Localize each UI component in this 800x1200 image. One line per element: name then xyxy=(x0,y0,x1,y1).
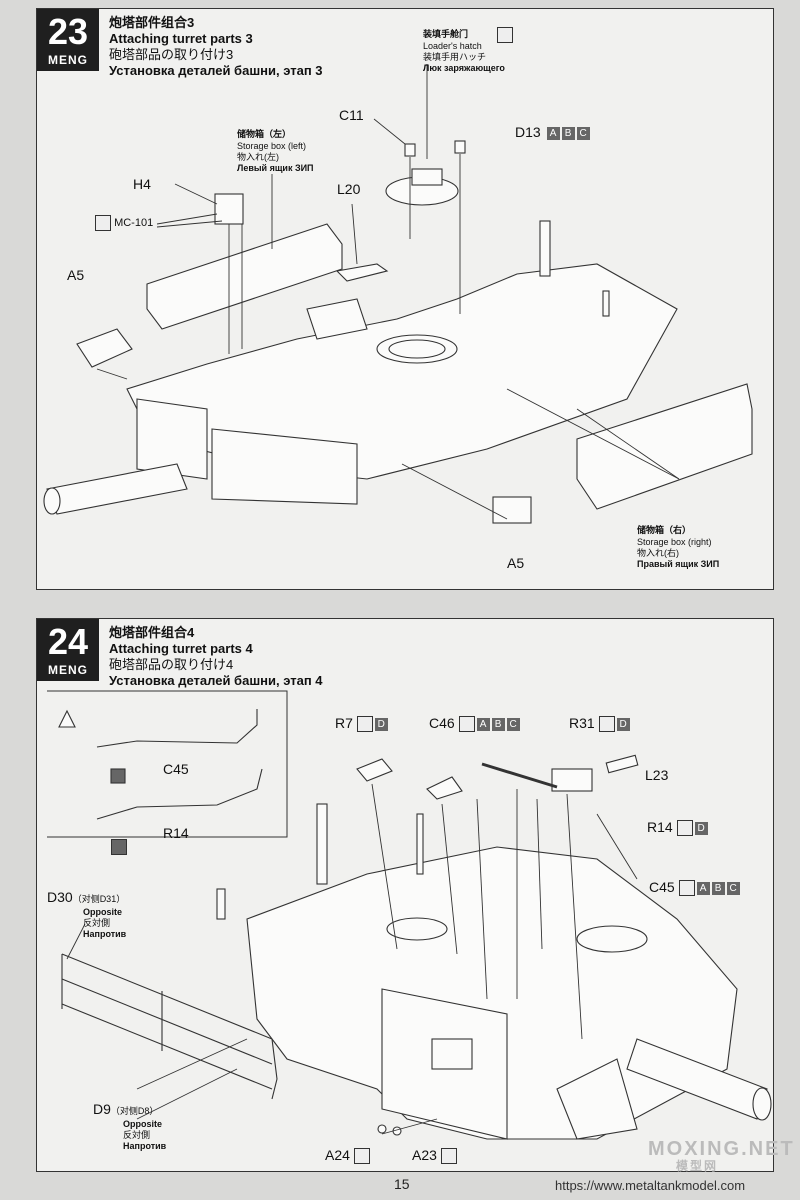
d9-ru: Напротив xyxy=(123,1141,167,1151)
x-mark-icon xyxy=(497,27,513,43)
storage-right-en: Storage box (right) xyxy=(637,537,712,547)
step-24-titles: 炮塔部件组合4 Attaching turret parts 4 砲塔部品の取り… xyxy=(109,625,323,689)
d30-jp: 反対側 xyxy=(83,918,111,928)
turret-drawing-23 xyxy=(43,64,753,524)
storage-right-cn: 储物箱（右） xyxy=(637,525,692,535)
inset-r14: R14 xyxy=(163,825,189,841)
swap-icon xyxy=(678,880,695,897)
loader-hatch-ru: Люк заряжающего xyxy=(423,63,505,73)
title-cn: 炮塔部件组合3 xyxy=(109,15,195,30)
x-mark-icon xyxy=(353,1148,370,1165)
title-en: Attaching turret parts 4 xyxy=(109,641,253,656)
page-number: 15 xyxy=(394,1176,410,1192)
d30-en: Opposite xyxy=(83,907,123,917)
part-d9-paren: （对侧D8） xyxy=(110,1106,159,1116)
part-a23-label: A23 xyxy=(412,1147,437,1163)
part-c46-label: C46 xyxy=(429,715,455,731)
loader-hatch-cn: 装填手舱门 xyxy=(423,29,469,39)
storage-left-ru: Левый ящик ЗИП xyxy=(237,163,314,173)
swap-icon xyxy=(356,716,373,733)
title-ru: Установка деталей башни, этап 3 xyxy=(109,63,323,78)
storage-right-ru: Правый ящик ЗИП xyxy=(637,559,720,569)
storage-left-cn: 储物箱（左） xyxy=(237,129,292,139)
variant-c-icon: C xyxy=(576,126,590,140)
part-c11: C11 xyxy=(339,107,364,123)
storage-right-jp: 物入れ(右) xyxy=(637,548,679,558)
step-24-panel: 24 MENG 炮塔部件组合4 Attaching turret parts 4… xyxy=(36,618,774,1172)
part-l23: L23 xyxy=(645,767,669,783)
part-d9: D9（对侧D8） xyxy=(93,1101,158,1117)
part-r31-label: R31 xyxy=(569,715,595,731)
variant-d-icon: D xyxy=(694,821,708,835)
variant-a-icon: A xyxy=(696,881,710,895)
part-d13-label: D13 xyxy=(515,124,541,140)
site-url: https://www.metaltankmodel.com xyxy=(555,1178,746,1193)
step-23-panel: 23 MENG 炮塔部件组合3 Attaching turret parts 3… xyxy=(36,8,774,590)
part-a5-left: A5 xyxy=(67,267,85,283)
part-d30: D30（对侧D31） xyxy=(47,889,125,905)
glue-icon xyxy=(111,839,127,855)
loader-hatch-en: Loader's hatch xyxy=(423,41,482,51)
variant-b-icon: B xyxy=(491,717,505,731)
title-jp: 砲塔部品の取り付け3 xyxy=(109,47,234,62)
title-en: Attaching turret parts 3 xyxy=(109,31,253,46)
storage-left-en: Storage box (left) xyxy=(237,141,307,151)
brand-logo: MENG xyxy=(48,663,88,677)
part-a24-label: A24 xyxy=(325,1147,350,1163)
loader-hatch-jp: 装填手用ハッチ xyxy=(423,52,487,62)
variant-b-icon: B xyxy=(711,881,725,895)
d9-en: Opposite xyxy=(123,1119,163,1129)
turret-drawing-24 xyxy=(47,690,772,1140)
swap-icon xyxy=(598,716,615,733)
step-number: 23 xyxy=(47,11,89,52)
storage-left-jp: 物入れ(左) xyxy=(237,152,279,162)
variant-b-icon: B xyxy=(561,126,575,140)
part-r31: R31 D xyxy=(569,715,630,733)
title-ru: Установка деталей башни, этап 4 xyxy=(109,673,323,688)
part-l20: L20 xyxy=(337,181,361,197)
variant-d-icon: D xyxy=(616,717,630,731)
swap-icon xyxy=(458,716,475,733)
part-r7-label: R7 xyxy=(335,715,353,731)
step-24-badge: 24 MENG xyxy=(37,619,99,681)
part-a23: A23 xyxy=(412,1147,457,1165)
part-d9-label: D9 xyxy=(93,1101,111,1117)
variant-d-icon: D xyxy=(374,717,388,731)
variant-a-icon: A xyxy=(476,717,490,731)
d9-jp: 反対側 xyxy=(123,1130,151,1140)
part-a5-bottom: A5 xyxy=(507,555,525,571)
step-23-badge: 23 MENG xyxy=(37,9,99,71)
part-c45-label: C45 xyxy=(649,879,675,895)
variant-a-icon: A xyxy=(546,126,560,140)
part-r7: R7 D xyxy=(335,715,388,733)
part-d30-label: D30 xyxy=(47,889,73,905)
step-number: 24 xyxy=(47,621,89,662)
swap-icon xyxy=(676,820,693,837)
d30-ru: Напротив xyxy=(83,929,127,939)
paint-code: MC-101 xyxy=(114,216,154,229)
title-cn: 炮塔部件组合4 xyxy=(109,625,195,640)
part-a24: A24 xyxy=(325,1147,370,1165)
part-h4: H4 xyxy=(133,176,151,192)
part-r14-label: R14 xyxy=(647,819,673,835)
variant-c-icon: C xyxy=(726,881,740,895)
part-r14: R14 D xyxy=(647,819,708,837)
paint-callout: MC-101 xyxy=(95,215,153,231)
x-mark-icon xyxy=(440,1148,457,1165)
watermark: MOXING.NET xyxy=(648,1138,795,1160)
step-23-titles: 炮塔部件组合3 Attaching turret parts 3 砲塔部品の取り… xyxy=(109,15,323,79)
watermark-sub: 模型网 xyxy=(676,1159,719,1173)
variant-c-icon: C xyxy=(506,717,520,731)
inset-c45: C45 xyxy=(163,761,189,777)
title-jp: 砲塔部品の取り付け4 xyxy=(109,657,234,672)
brand-logo: MENG xyxy=(48,53,88,67)
part-d30-paren: （对侧D31） xyxy=(72,894,126,904)
paint-brush-icon xyxy=(95,215,111,231)
